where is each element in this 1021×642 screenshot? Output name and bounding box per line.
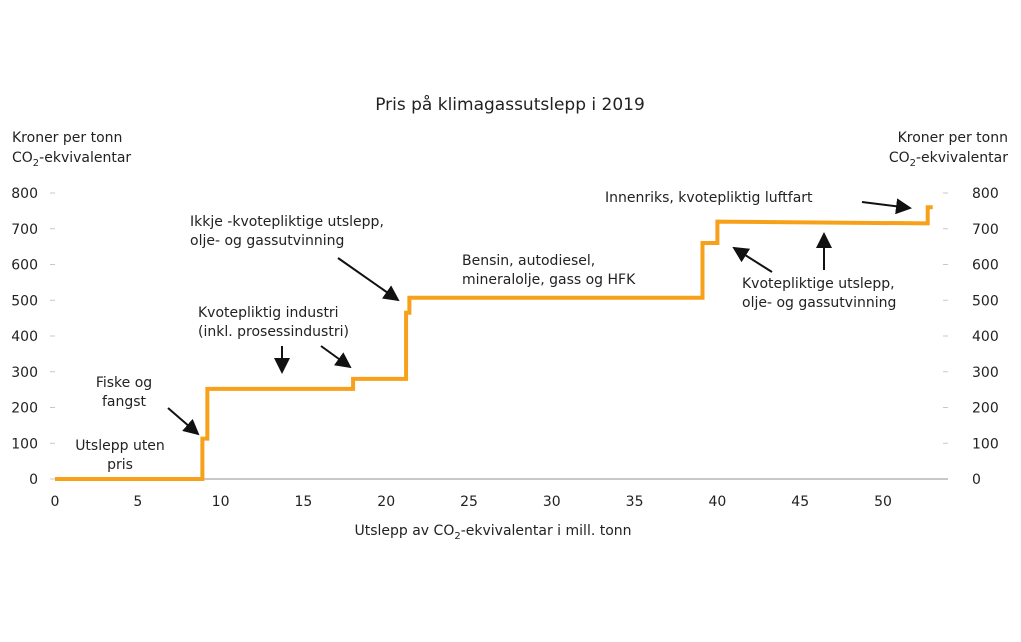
annotation-text: Fiske og [96,375,152,391]
y-tick-label-left: 800 [11,186,38,202]
y-tick-label-left: 200 [11,401,38,417]
annotation-arrow [337,257,400,302]
y-tick-label-left: 600 [11,258,38,274]
annotation-arrow [861,198,912,215]
annotation-text: Kvotepliktig industri [198,305,339,321]
annotation-text: pris [107,457,133,473]
x-tick-label: 10 [212,494,230,510]
y-tick-label-left: 300 [11,365,38,381]
annotation-text: mineralolje, gass og HFK [462,272,636,288]
y-axis-label-line: CO2-ekvivalentar [12,150,131,169]
x-tick-label: 35 [626,494,644,510]
series-line-pris [55,205,933,481]
x-tick-label: 50 [874,494,892,510]
x-tick-label: 30 [543,494,561,510]
x-tick-label: 25 [460,494,478,510]
y-tick-label-right: 700 [972,222,999,238]
annotation-arrow [167,407,200,436]
y-tick-label-left: 500 [11,293,38,309]
annotation-arrow [732,246,773,273]
annotation-text: Innenriks, kvotepliktig luftfart [605,190,813,206]
y-tick-label-right: 600 [972,258,999,274]
y-axis-label-line: Kroner per tonn [898,130,1008,146]
y-tick-label-left: 100 [11,436,38,452]
annotation-text: olje- og gassutvinning [190,233,344,249]
y-tick-label-right: 500 [972,293,999,309]
x-tick-label: 45 [791,494,809,510]
y-tick-label-right: 0 [972,472,981,488]
y-tick-label-right: 200 [972,401,999,417]
x-tick-label: 0 [51,494,60,510]
y-axis-label-line: Kroner per tonn [12,130,122,146]
annotation-arrow [320,345,352,369]
y-axis-label-line: CO2-ekvivalentar [889,150,1008,169]
y-tick-label-right: 400 [972,329,999,345]
x-tick-label: 5 [133,494,142,510]
y-tick-label-left: 700 [11,222,38,238]
annotation-text: olje- og gassutvinning [742,295,896,311]
annotation-text: Kvotepliktige utslepp, [742,276,895,292]
x-tick-label: 15 [294,494,312,510]
y-tick-label-right: 800 [972,186,999,202]
x-tick-label: 20 [377,494,395,510]
y-tick-label-left: 0 [29,472,38,488]
x-tick-label: 40 [708,494,726,510]
annotation-text: Utslepp uten [75,438,165,454]
y-tick-label-left: 400 [11,329,38,345]
y-tick-label-right: 300 [972,365,999,381]
x-axis-label: Utslepp av CO2-ekvivalentar i mill. tonn [354,523,631,542]
annotation-text: Ikkje -kvotepliktige utslepp, [190,214,384,230]
chart-title: Pris på klimagassutslepp i 2019 [375,94,645,115]
annotation-text: (inkl. prosessindustri) [198,324,349,340]
annotation-text: Bensin, autodiesel, [462,253,595,269]
annotation-text: fangst [102,394,147,410]
y-tick-label-right: 100 [972,436,999,452]
